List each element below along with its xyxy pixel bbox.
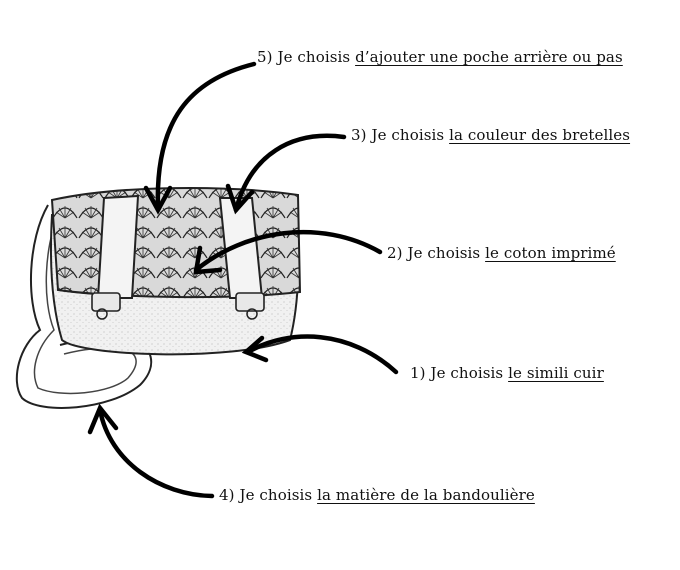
annotation-3-num: 3) xyxy=(351,126,367,144)
annotation-4-prefix: Je choisis xyxy=(234,486,318,504)
annotation-1-num: 1) xyxy=(410,364,426,382)
clasp-right xyxy=(235,292,265,312)
annotation-2-num: 2) xyxy=(387,244,403,262)
annotation-1-prefix: Je choisis xyxy=(425,364,509,382)
arrow-1 xyxy=(241,334,399,375)
annotation-2-link: le coton imprimé xyxy=(485,244,616,262)
annotation-2-prefix: Je choisis xyxy=(402,244,486,262)
clasp-left xyxy=(91,292,121,312)
annotation-3: 3) Je choisis la couleur des bretelles xyxy=(351,126,630,144)
arrow-3 xyxy=(225,133,347,215)
arrow-2 xyxy=(193,229,383,275)
annotation-3-link: la couleur des bretelles xyxy=(449,126,631,144)
annotation-4-link: la matière de la bandoulière xyxy=(317,486,535,504)
annotation-5-prefix: Je choisis xyxy=(272,48,356,66)
annotation-4-num: 4) xyxy=(219,486,235,504)
arrow-5 xyxy=(143,61,257,215)
annotation-5-link: d’ajouter une poche arrière ou pas xyxy=(355,48,623,66)
arrow-4 xyxy=(87,403,215,499)
strap-left xyxy=(96,194,140,299)
annotation-1-link: le simili cuir xyxy=(508,364,604,382)
annotation-5: 5) Je choisis d’ajouter une poche arrièr… xyxy=(257,48,623,66)
annotation-3-prefix: Je choisis xyxy=(366,126,450,144)
annotation-5-num: 5) xyxy=(257,48,273,66)
annotation-4: 4) Je choisis la matière de la bandouliè… xyxy=(219,486,535,504)
annotation-2: 2) Je choisis le coton imprimé xyxy=(387,244,616,262)
bag-flap-printed-cotton xyxy=(50,187,302,299)
annotation-1: 1) Je choisis le simili cuir xyxy=(410,364,604,382)
